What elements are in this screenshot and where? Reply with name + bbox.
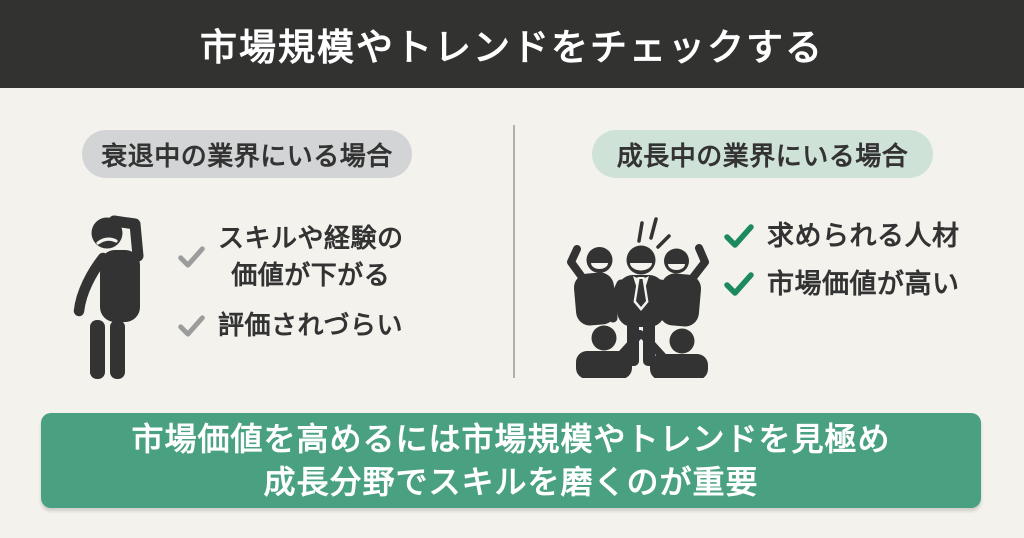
worried-person-icon: [73, 215, 144, 379]
summary-banner: 市場価値を高めるには市場規模やトレンドを見極め 成長分野でスキルを磨くのが重要: [41, 413, 981, 508]
list-item: 評価されづらい: [178, 307, 404, 344]
list-item-text: 求められる人材: [767, 221, 960, 251]
declining-industry-label-text: 衰退中の業界にいる場合: [101, 140, 393, 171]
list-item-text: 評価されづらい: [218, 310, 403, 340]
check-icon: [724, 272, 754, 296]
declining-list: スキルや経験の 価値が下がる 評価されづらい: [178, 220, 404, 344]
growing-industry-label-text: 成長中の業界にいる場合: [616, 140, 909, 171]
page-title: 市場規模やトレンドをチェックする: [200, 27, 824, 68]
summary-banner-text: 市場価値を高めるには市場規模やトレンドを見極め 成長分野でスキルを磨くのが重要: [131, 420, 891, 500]
list-item: 求められる人材: [724, 218, 960, 254]
list-item: 市場価値が高い: [724, 266, 960, 302]
list-item: スキルや経験の 価値が下がる: [178, 220, 404, 294]
growing-industry-label: 成長中の業界にいる場合: [592, 130, 933, 178]
check-icon: [178, 314, 205, 337]
declining-industry-label: 衰退中の業界にいる場合: [82, 130, 412, 178]
growing-list: 求められる人材 市場価値が高い: [724, 218, 960, 302]
column-divider: [513, 125, 515, 378]
celebrating-group-icon: [567, 217, 709, 378]
check-icon: [724, 224, 754, 248]
list-item-text: スキルや経験の 価値が下がる: [218, 223, 404, 290]
header-bar: 市場規模やトレンドをチェックする: [0, 0, 1024, 88]
list-item-text: 市場価値が高い: [767, 269, 960, 299]
check-icon: [178, 246, 205, 268]
